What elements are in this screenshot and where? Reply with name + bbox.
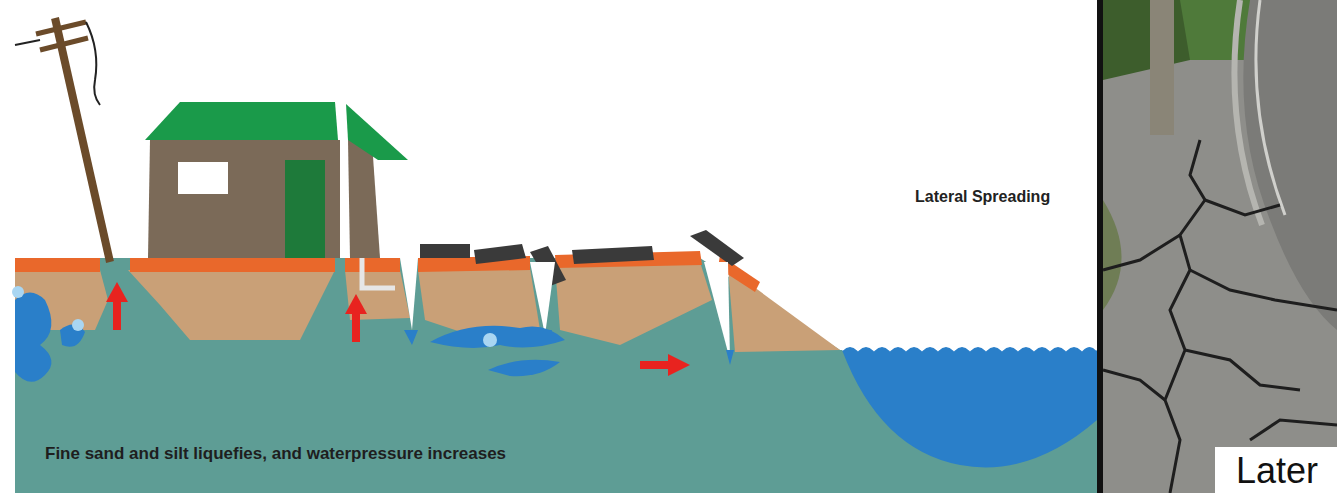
house-window	[178, 162, 228, 194]
water-flow	[430, 326, 565, 348]
water-in-crack	[404, 330, 418, 345]
pole-crossbar	[36, 22, 86, 34]
soil-block	[128, 270, 335, 340]
water-in-crack	[726, 350, 734, 365]
water-bubble	[483, 333, 497, 347]
surface-layer	[345, 258, 400, 272]
water-pocket	[15, 293, 51, 382]
road-slab	[420, 244, 470, 258]
pole-crossbar	[40, 38, 88, 50]
road-slab	[474, 244, 526, 264]
road-slab	[572, 246, 654, 264]
photo-caption: Later	[1236, 450, 1318, 492]
house-wall	[148, 140, 340, 258]
water-body	[842, 346, 1097, 467]
water-waves	[842, 346, 1097, 350]
road-slab	[690, 230, 744, 266]
heading-label: Lateral Spreading	[915, 188, 1050, 206]
panel-divider	[1097, 0, 1103, 493]
soil-block	[345, 270, 410, 320]
liquefied-layer	[15, 258, 1097, 493]
house-door	[285, 160, 325, 258]
house-roof	[346, 104, 408, 160]
water-bubble	[72, 319, 84, 331]
surface-layer	[130, 258, 335, 272]
caption-label: Fine sand and silt liquefies, and waterp…	[45, 444, 506, 464]
ground-crack	[530, 262, 555, 335]
utility-pole	[55, 18, 110, 262]
soil-block	[418, 268, 540, 335]
ground-crack	[400, 258, 418, 330]
soil-block	[555, 262, 712, 345]
water-flow	[488, 360, 560, 376]
ground-crack	[704, 262, 730, 360]
power-wire	[86, 22, 100, 105]
power-wire	[15, 40, 40, 45]
road-crack-photo	[1103, 0, 1337, 493]
water-bubble	[12, 286, 24, 298]
pressure-arrows	[106, 282, 690, 376]
surface-layer	[15, 258, 100, 272]
house-roof	[145, 102, 338, 140]
